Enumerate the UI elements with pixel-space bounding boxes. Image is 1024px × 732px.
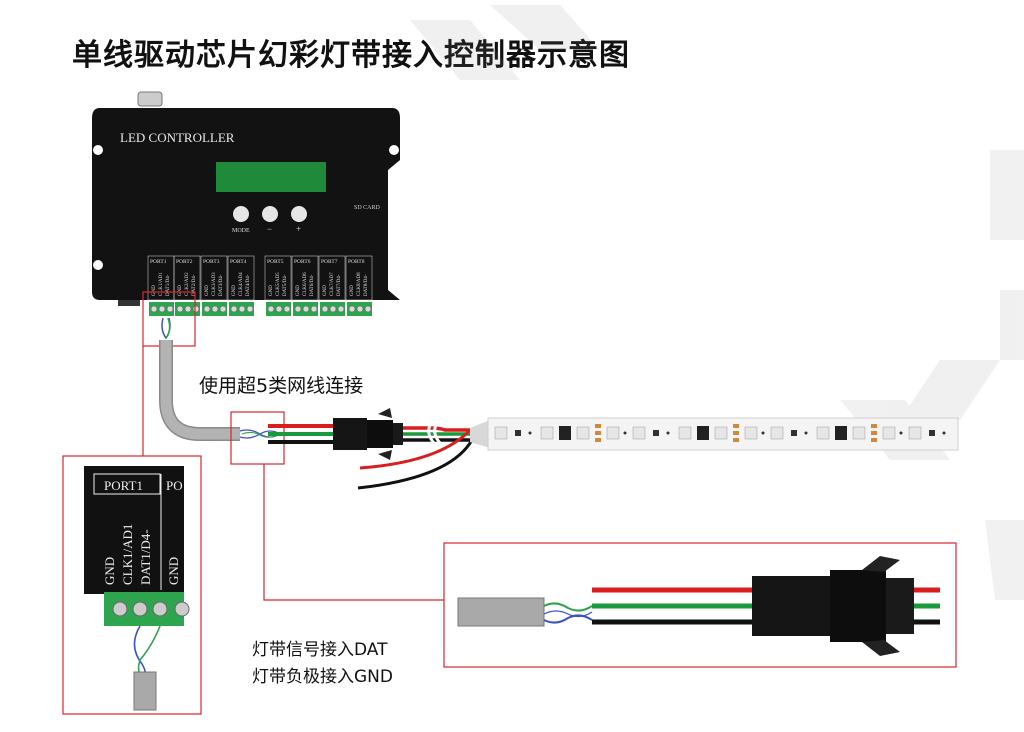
network-cable-highlight: [160, 340, 240, 440]
zoom-port-name: PORT1: [104, 478, 143, 493]
minus-button[interactable]: [262, 206, 278, 222]
zoom-next-port-name: PO: [166, 478, 183, 493]
port-pin-label: DAT8/D4-: [364, 274, 369, 296]
mount-hole: [93, 260, 103, 270]
wiring-zoom-detail: [457, 556, 940, 656]
port-pin-label: DAT4/D4-: [246, 274, 251, 296]
power-lead-black: [357, 439, 474, 490]
cable-end-highlight-box: [230, 411, 285, 465]
strip-segment: [908, 426, 946, 440]
port-pin-label: DAT6/D4-: [310, 274, 315, 296]
strip-segment: [770, 424, 903, 442]
port-pin-label: GND: [178, 285, 183, 296]
port-pin-label: GND: [232, 285, 237, 296]
zoom-next-pin: GND: [166, 557, 181, 585]
note-ground: 灯带负极接入GND: [252, 667, 393, 687]
mount-hole: [389, 260, 399, 270]
port-name: PORT1: [150, 259, 167, 265]
port-pin-label: CLK4/AD4: [239, 272, 244, 296]
terminal-6[interactable]: [293, 302, 318, 316]
port-pin-label: DAT2/D4-: [192, 274, 197, 296]
port-zoom-box: [62, 455, 202, 715]
wire-red-out: [403, 426, 470, 432]
port-pin-label: CLK3/AD3: [212, 272, 217, 296]
port-pin-label: CLK1/AD1: [159, 272, 164, 296]
strip-segment: [632, 424, 765, 442]
port-pin-label: CLK7/AD7: [330, 272, 335, 296]
terminal-4[interactable]: [229, 302, 254, 316]
lcd-display: [216, 162, 326, 192]
plus-button[interactable]: [291, 206, 307, 222]
terminal-7[interactable]: [320, 302, 345, 316]
port-pin-label: DAT5/D4-: [283, 274, 288, 296]
zoom-pin-clk: CLK1/AD1: [120, 524, 135, 585]
power-knob: [137, 91, 163, 107]
plus-label: +: [296, 224, 301, 234]
terminal-1[interactable]: [149, 302, 174, 316]
port-name: PORT3: [203, 259, 220, 265]
controller-body: [92, 108, 400, 300]
strip-segment: [494, 424, 627, 442]
port-name: PORT5: [267, 259, 284, 265]
port-pin-label: GND: [323, 285, 328, 296]
power-lead-red: [359, 428, 472, 470]
port-pin-label: CLK5/AD5: [276, 272, 281, 296]
jst-connector: [333, 408, 403, 460]
terminal-8[interactable]: [347, 302, 372, 316]
terminal-3[interactable]: [202, 302, 227, 316]
wire-break-mark: [433, 424, 442, 444]
port-pin-label: CLK6/AD6: [303, 272, 308, 296]
wire-break-mark: [427, 424, 436, 444]
port-pin-label: CLK2/AD2: [185, 272, 190, 296]
zoom-leader-line: [263, 464, 444, 601]
mount-hole: [93, 145, 103, 155]
port-name: PORT2: [176, 259, 193, 265]
wiring-zoom-box: [443, 542, 957, 668]
port-name: PORT7: [321, 259, 338, 265]
mode-label: MODE: [232, 228, 250, 234]
zoom-pin-gnd: GND: [102, 557, 117, 585]
port-pin-label: DAT1/D4-: [166, 274, 171, 296]
port-pin-label: GND: [269, 285, 274, 296]
led-controller: LED CONTROLLER SD CARD MODE − + PORT1GND…: [92, 91, 400, 306]
page-title: 单线驱动芯片幻彩灯带接入控制器示意图: [72, 38, 630, 73]
port-name: PORT6: [294, 259, 311, 265]
led-strip: [470, 417, 959, 451]
terminal-2[interactable]: [175, 302, 200, 316]
port-pin-label: GND: [296, 285, 301, 296]
port-pin-label: DAT3/D4-: [219, 274, 224, 296]
zoom-pin-dat: DAT1/D4-: [138, 529, 153, 585]
sd-card-label: SD CARD: [354, 205, 381, 211]
mount-hole: [389, 145, 399, 155]
mode-button[interactable]: [233, 206, 249, 222]
note-signal: 灯带信号接入DAT: [252, 640, 388, 660]
port-pin-label: CLK8/AD8: [357, 272, 362, 296]
terminal-5[interactable]: [266, 302, 291, 316]
terminal-blocks: [149, 302, 372, 316]
controller-name: LED CONTROLLER: [120, 130, 235, 145]
cable-label: 使用超5类网线连接: [199, 375, 364, 397]
port-name: PORT4: [230, 259, 247, 265]
port-pin-label: GND: [152, 285, 157, 296]
port-pin-label: GND: [350, 285, 355, 296]
port-zoom-detail: PORT1 PO GND CLK1/AD1 DAT1/D4- GND: [84, 466, 190, 711]
port-name: PORT8: [348, 259, 365, 265]
port-pin-label: DAT7/D4-: [337, 274, 342, 296]
twisted-wire-green: [165, 317, 171, 339]
port-pin-label: GND: [205, 285, 210, 296]
watermark: [410, 5, 1024, 600]
minus-label: −: [267, 224, 272, 234]
